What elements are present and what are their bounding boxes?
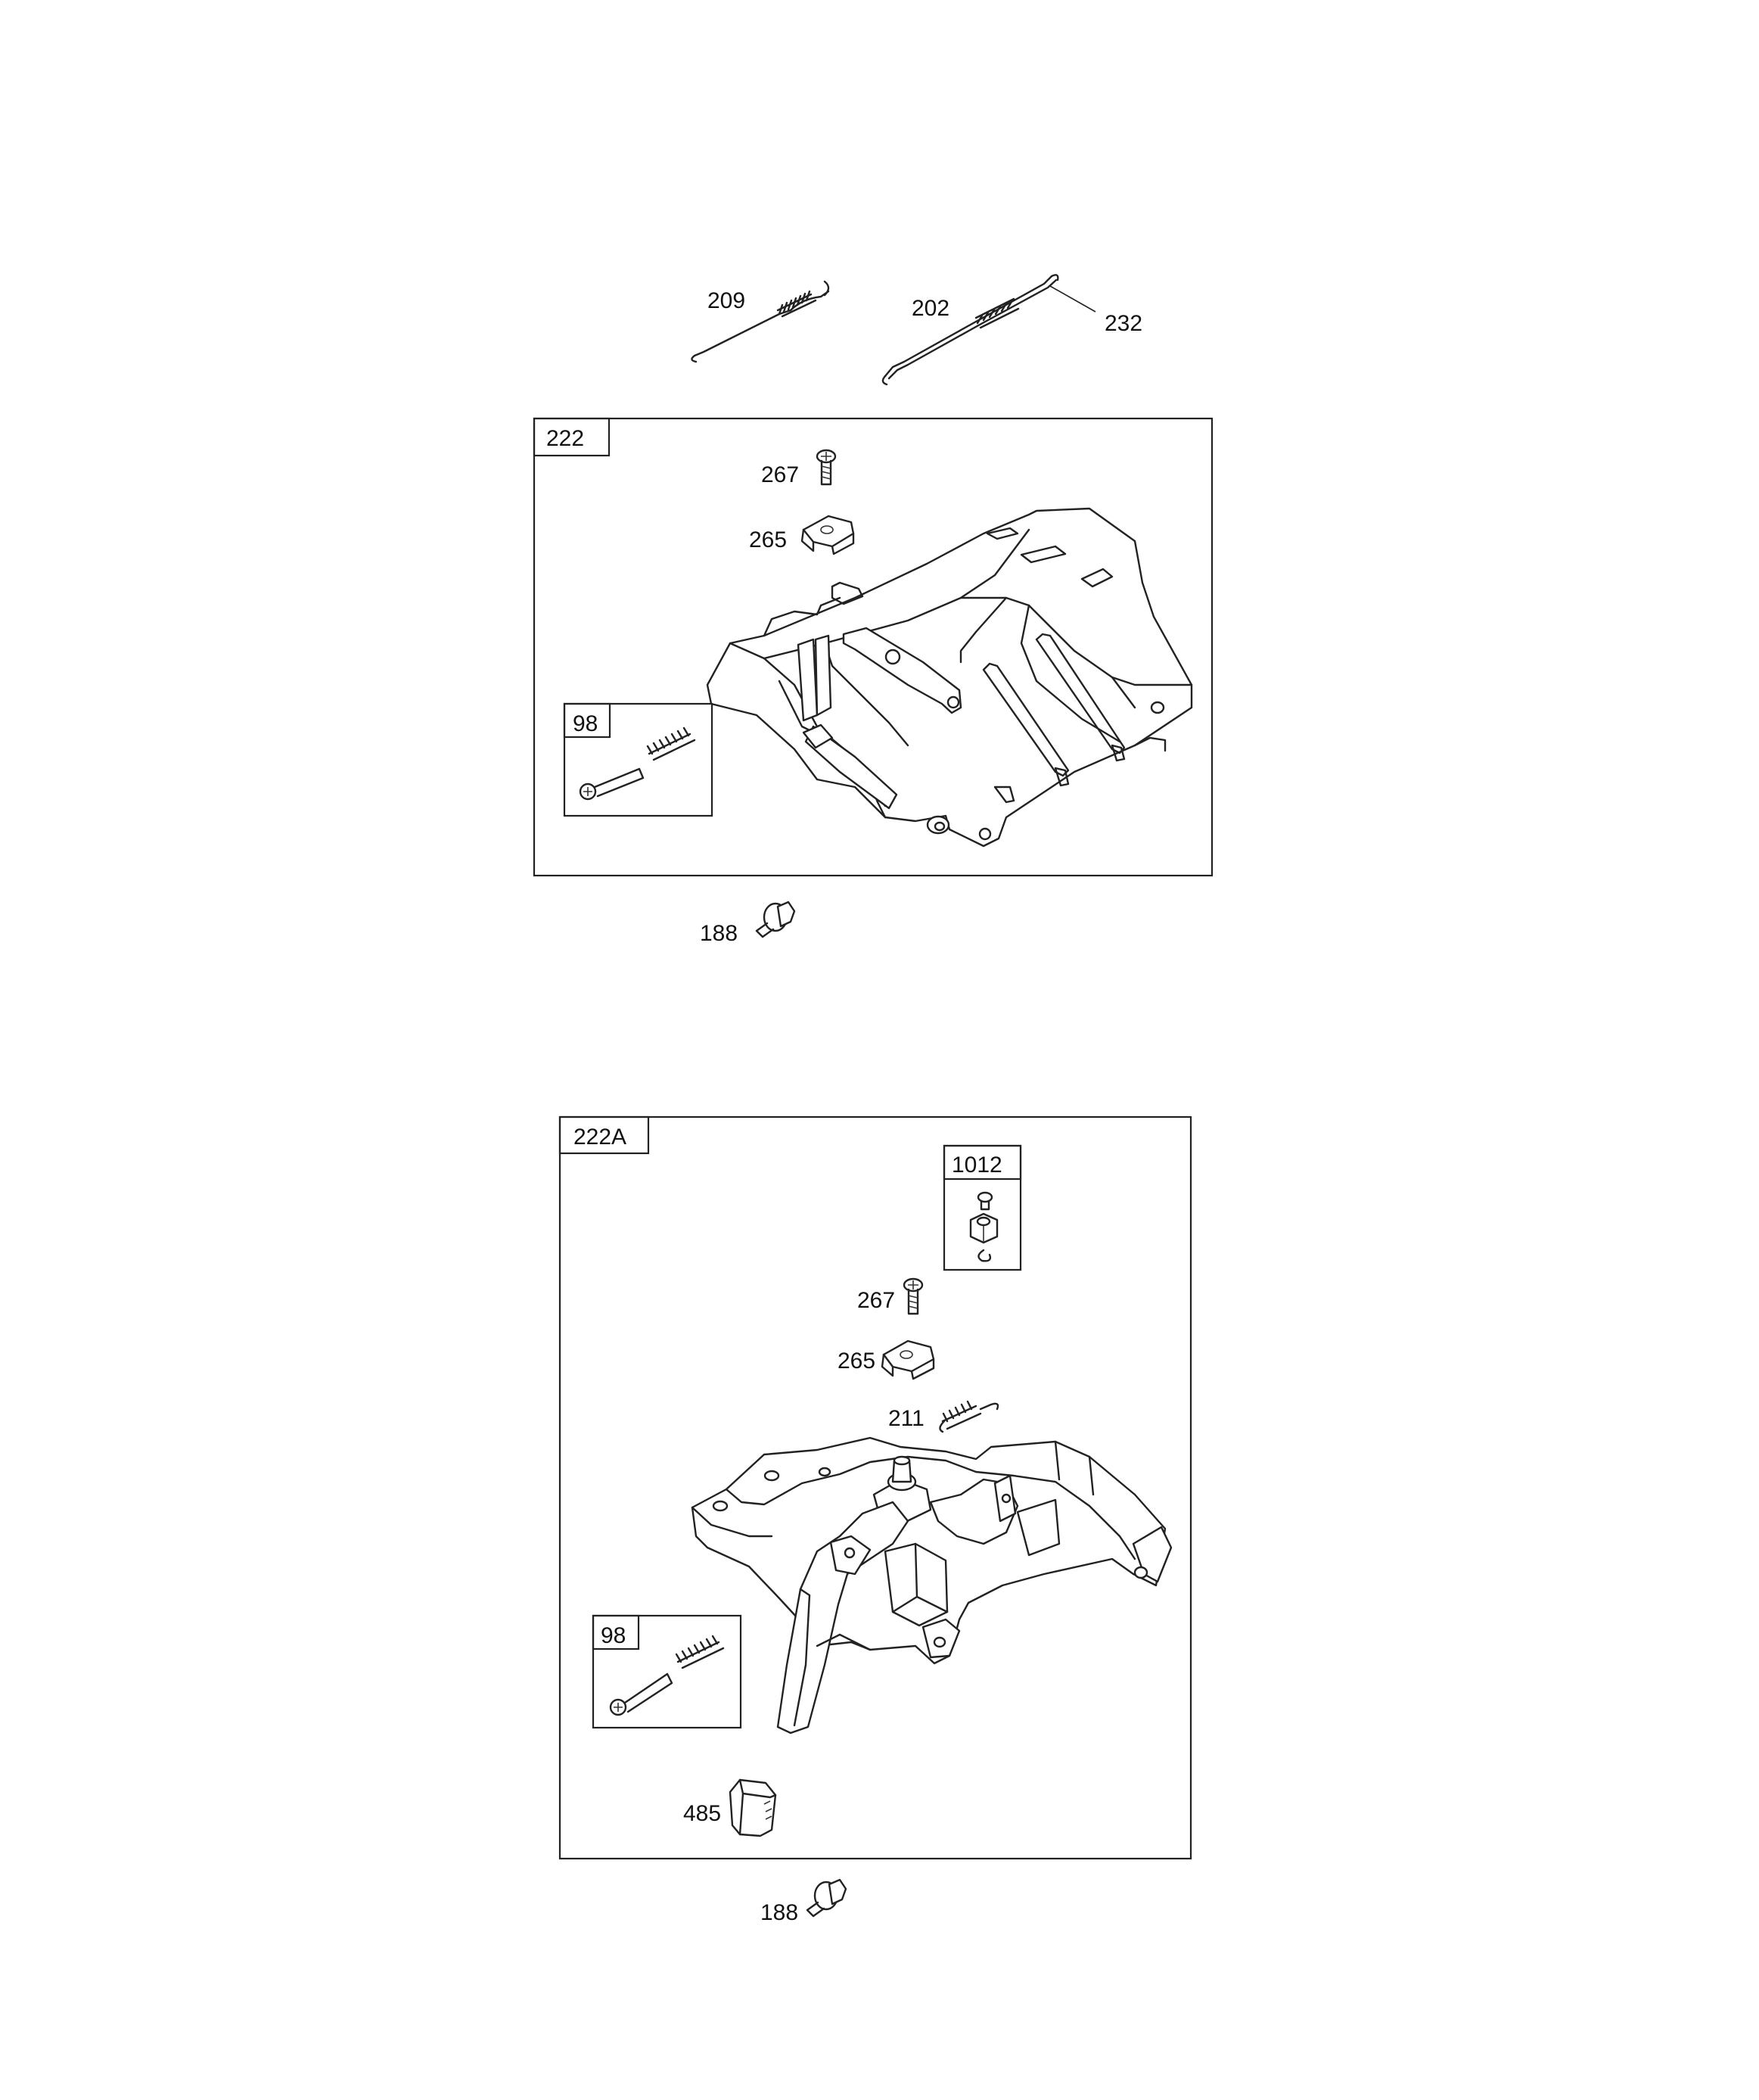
kit-98: 98 [563, 702, 713, 817]
kit-98-tag [592, 1614, 640, 1650]
spring-icon [646, 726, 696, 761]
assembly-222A-tag [558, 1115, 650, 1155]
callout-b-485: 485 [683, 1801, 721, 1826]
callout-a-267: 267 [761, 462, 799, 487]
flange-bolt-188-icon [806, 1878, 847, 1918]
throttle-rod-202-icon [881, 274, 1059, 386]
assembly-222: 222 267 265 [533, 417, 1214, 877]
assembly-222A-frame [558, 1115, 1192, 1860]
spring-211-icon [939, 1400, 999, 1433]
pin-icon [579, 767, 645, 801]
kit-98-tag [563, 702, 611, 739]
control-bracket-icon [691, 1436, 1173, 1734]
nut-icon [969, 1212, 999, 1244]
kit-98: 98 [592, 1614, 742, 1729]
callout-b-265: 265 [838, 1349, 875, 1374]
assembly-222-frame [533, 417, 1214, 877]
spring-icon [675, 1635, 725, 1669]
callout-232: 232 [1105, 311, 1142, 336]
callout-b-188: 188 [760, 1900, 798, 1925]
callout-b-1012: 1012 [952, 1153, 1002, 1178]
callout-a-265: 265 [749, 527, 787, 552]
assembly-222A: 222A 1012 267 [558, 1115, 1192, 1860]
kit-1012-tag [943, 1144, 1022, 1181]
kit-98-frame [563, 702, 713, 817]
callout-b-98: 98 [601, 1623, 626, 1648]
cable-clamp-265-icon [800, 515, 855, 555]
callout-a-98: 98 [573, 711, 598, 736]
kit-98-frame [592, 1614, 742, 1729]
callout-222: 222 [546, 426, 584, 451]
screw-icon [977, 1191, 993, 1211]
callout-222A: 222A [573, 1125, 626, 1150]
flange-bolt-188-icon [755, 901, 796, 938]
callout-b-211: 211 [888, 1406, 925, 1431]
kit-1012: 1012 [943, 1144, 1022, 1271]
knob-485-icon [729, 1778, 777, 1837]
screw-267-icon [816, 449, 837, 486]
leader-232 [1049, 285, 1096, 313]
pin-icon [609, 1672, 673, 1716]
callout-b-267: 267 [857, 1288, 895, 1313]
spring-209-icon [691, 280, 830, 363]
screw-267-icon [903, 1277, 924, 1315]
cable-clamp-265-icon [881, 1339, 935, 1380]
callout-209: 209 [707, 288, 745, 313]
control-bracket-icon [706, 507, 1193, 848]
callout-202: 202 [912, 296, 949, 321]
assembly-222-tag [533, 417, 611, 457]
callout-a-188: 188 [700, 921, 738, 946]
e-clip-icon [977, 1249, 992, 1262]
